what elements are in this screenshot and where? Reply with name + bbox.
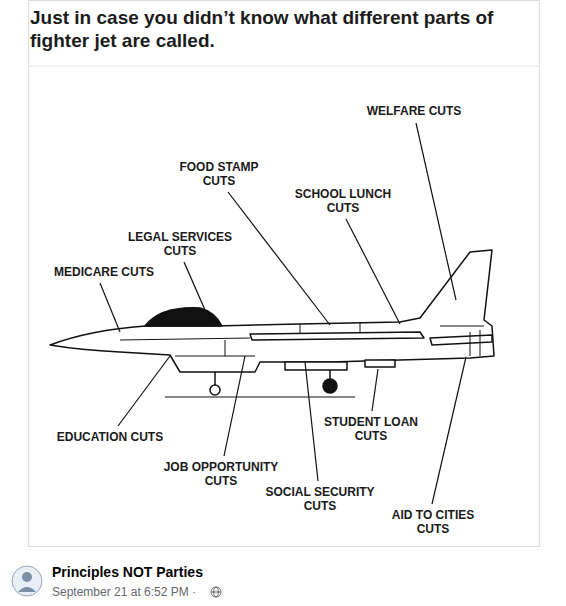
stabilizer bbox=[430, 335, 492, 345]
part-label: SOCIAL SECURITY CUTS bbox=[255, 485, 385, 513]
ground-line bbox=[165, 396, 355, 397]
nose-wheel bbox=[210, 385, 220, 395]
post-date: September 21 at 6:52 PM · bbox=[52, 585, 196, 600]
part-label: MEDICARE CUTS bbox=[39, 265, 169, 279]
main-wheel bbox=[323, 379, 337, 393]
part-label: LEGAL SERVICES CUTS bbox=[120, 230, 240, 258]
store bbox=[365, 360, 395, 367]
post-title: Just in case you didn’t know what differ… bbox=[30, 6, 505, 52]
part-label: FOOD STAMP CUTS bbox=[173, 160, 265, 188]
part-label: EDUCATION CUTS bbox=[40, 430, 180, 444]
globe-icon bbox=[211, 587, 221, 597]
avatar bbox=[12, 566, 42, 596]
part-label: AID TO CITIES CUTS bbox=[378, 508, 488, 536]
wing bbox=[250, 332, 424, 340]
leader-lines bbox=[100, 123, 466, 504]
avatar-body bbox=[18, 587, 36, 592]
part-label: JOB OPPORTUNITY CUTS bbox=[156, 460, 286, 488]
page-name: Principles NOT Parties bbox=[52, 564, 203, 581]
nose-gear bbox=[214, 372, 216, 386]
title-divider bbox=[28, 66, 540, 67]
panel-lines bbox=[120, 323, 484, 356]
canopy bbox=[145, 308, 222, 326]
part-label: WELFARE CUTS bbox=[349, 104, 479, 118]
image-frame bbox=[29, 1, 540, 547]
post-footer bbox=[0, 548, 566, 606]
avatar-head bbox=[22, 572, 32, 582]
part-label: SCHOOL LUNCH CUTS bbox=[288, 187, 398, 215]
part-label: STUDENT LOAN CUTS bbox=[316, 415, 426, 443]
store bbox=[285, 362, 347, 370]
